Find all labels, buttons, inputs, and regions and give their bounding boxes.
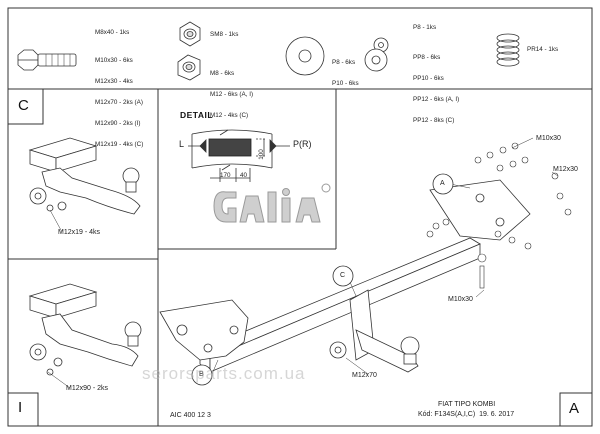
detail-offset-dimension: 40 (240, 172, 248, 179)
spring-washer-list-item: PP12 - 6ks (A, I) (413, 96, 460, 103)
coil-spring-icon (496, 33, 520, 67)
bottom-bolt-label: M10x30 (448, 296, 473, 303)
nut-icon (177, 54, 201, 81)
nut-list-item: M8 - 6ks (210, 70, 235, 77)
detail-height-dimension: 100 (257, 149, 265, 160)
galia-logo (213, 183, 331, 223)
ball-bolt-label: M12x70 (352, 372, 377, 379)
bolt-list-item: M10x30 - 6ks (95, 57, 133, 64)
spring-washer-icon (364, 37, 389, 72)
spring-washer-sizes-list: PP8 - 6ks PP10 - 6ks PP12 - 6ks (A, I) P… (413, 40, 459, 131)
washer-list-item: P10 - 6ks (332, 80, 359, 87)
panel-i-letter: I (18, 399, 23, 416)
nut-list-item: M12 - 6ks (A, I) (210, 91, 254, 98)
coil-spring-label: PR14 - 1ks (527, 46, 559, 53)
lock-nut-label: SM8 - 1ks (210, 31, 239, 38)
detail-right-label: P(R) (293, 139, 312, 149)
panel-c-bolt-label: M12x19 - 4ks (58, 229, 101, 236)
panel-i-hitch-drawing (28, 283, 142, 376)
spring-washer-list-item: PP12 - 8ks (C) (413, 117, 455, 124)
spring-washer-list-item: PP8 - 6ks (413, 54, 441, 61)
drawing-code: AIC 400 12 3 (170, 412, 211, 419)
callout-a-circle (432, 173, 454, 195)
panel-c-letter: C (18, 97, 29, 114)
washer-header-label: P8 - 1ks (413, 24, 437, 31)
top-bolt-label: M10x30 (536, 135, 561, 142)
bolt-icon (17, 49, 77, 71)
panel-c-hitch-drawing (28, 137, 141, 215)
detail-width-dimension: 170 (220, 172, 231, 179)
lock-nut-icon (179, 21, 201, 47)
callout-b-letter: B (199, 371, 204, 378)
bolt-list-item: M12x70 - 2ks (A) (95, 99, 143, 106)
panel-i-tag (7, 392, 39, 427)
callout-a-letter: A (440, 180, 445, 187)
detail-left-label: L (179, 139, 185, 149)
main-crossbar-drawing (159, 179, 531, 373)
panel-c-tag (7, 88, 44, 125)
callout-c-letter: C (340, 272, 346, 279)
bolt-list-item: M12x19 - 4ks (C) (95, 141, 144, 148)
callout-b-circle (191, 364, 213, 386)
nut-sizes-list: M8 - 6ks M12 - 6ks (A, I) M12 - 4ks (C) (210, 56, 253, 126)
panel-a-tag (559, 392, 593, 427)
product-code-date: Kód: F134S(A,I,C) 19. 6. 2017 (418, 411, 515, 418)
drawing-frame (7, 7, 593, 427)
nut-list-item: M12 - 4ks (C) (210, 112, 249, 119)
washer-list-item: P8 - 6ks (332, 59, 356, 66)
washer-icon (285, 36, 325, 76)
washer-sizes-list: P8 - 6ks P10 - 6ks (332, 45, 359, 94)
detail-section-drawing (188, 129, 290, 182)
watermark-text: serorsparts.com.ua (142, 364, 306, 383)
bolt-list-item: M12x30 - 4ks (95, 78, 133, 85)
panel-a-letter: A (569, 400, 580, 417)
bolt-sizes-list: M8x40 - 1ks M10x30 - 6ks M12x30 - 4ks M1… (95, 15, 143, 155)
right-bolt-label: M12x30 (553, 166, 578, 173)
detail-title: DETAIL (180, 110, 214, 120)
bolt-stack-drawing (426, 142, 572, 289)
vehicle-model: FIAT TIPO KOMBI (438, 401, 496, 408)
callout-c-circle (332, 265, 354, 287)
spring-washer-list-item: PP10 - 6ks (413, 75, 444, 82)
panel-i-bolt-label: M12x90 - 2ks (66, 385, 109, 392)
bolt-list-item: M8x40 - 1ks (95, 29, 130, 36)
bolt-list-item: M12x90 - 2ks (I) (95, 120, 141, 127)
